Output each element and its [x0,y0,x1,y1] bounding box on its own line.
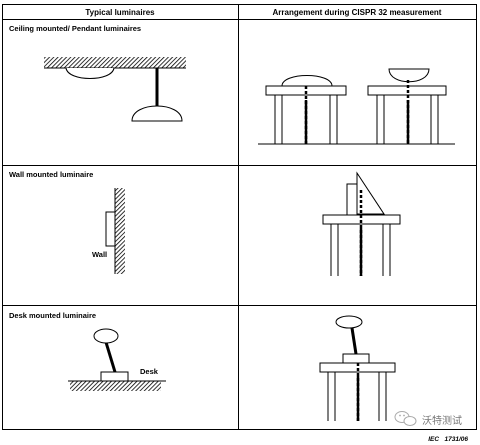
row-label-ceiling: Ceiling mounted/ Pendant luminaires [9,24,141,33]
desk-lamp-base [100,371,129,382]
wall-test-arrangement [322,171,401,276]
wechat-watermark-icon [394,411,417,426]
ceiling-test-arrangement [265,75,347,144]
wall-luminaire [105,211,116,247]
header-arrangement: Arrangement during CISPR 32 measurement [273,8,442,17]
row-label-wall: Wall mounted luminaire [9,170,93,179]
desk-test-arrangement [319,315,396,421]
header-typical-luminaires: Typical luminaires [85,8,155,17]
row-label-desk: Desk mounted luminaire [9,311,96,320]
wall-hatch [115,188,125,274]
desk-lamp-arm [103,338,117,373]
pendant-luminaire [131,105,183,122]
desk-lamp-head [93,328,119,344]
ceiling-pendant-drawing [44,57,186,122]
wall-mounted-drawing [105,188,125,274]
ceiling-hatch [44,57,186,68]
figure-id: IEC 1731/06 [428,436,468,443]
wall-annotation: Wall [92,250,107,259]
desk-hatch [70,381,161,391]
pendant-test-arrangement [367,68,447,144]
desk-annotation: Desk [140,367,159,376]
ceiling-luminaire [65,67,115,79]
table-grid [2,4,477,430]
watermark-text: 沃特测试 [422,414,462,427]
desk-mounted-drawing [68,328,166,391]
